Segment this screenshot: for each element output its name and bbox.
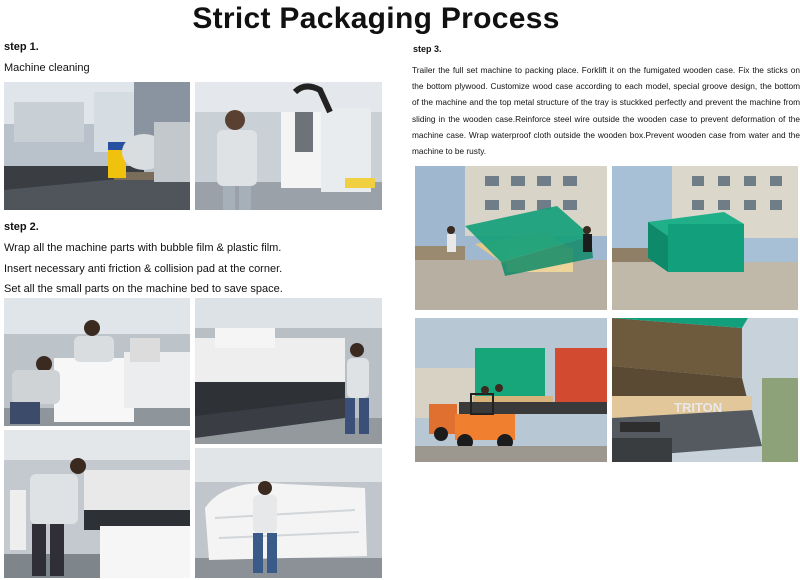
step3-label: step 3. bbox=[413, 44, 442, 54]
photo-wrapping-bubble-film bbox=[4, 298, 190, 426]
page-title: Strict Packaging Process bbox=[192, 2, 560, 35]
truck-brand-label: TRITON bbox=[674, 400, 722, 415]
photo-covered-wooden-box bbox=[612, 166, 798, 310]
photo-machine-cleaning-worker bbox=[195, 82, 382, 210]
photo-forklift-loading bbox=[415, 318, 607, 462]
photo-wooden-case-cloth bbox=[415, 166, 607, 310]
step1-line-1: Machine cleaning bbox=[4, 62, 90, 74]
photo-inserting-pads bbox=[4, 430, 190, 578]
step2-line-2: Insert necessary anti friction & collisi… bbox=[4, 263, 283, 275]
photo-wrapping-machine-bed bbox=[195, 298, 382, 444]
step2-label: step 2. bbox=[4, 221, 39, 233]
step3-description: Trailer the full set machine to packing … bbox=[412, 65, 800, 157]
step1-label: step 1. bbox=[4, 41, 39, 53]
photo-machine-cleaning-spray bbox=[4, 82, 190, 210]
step2-line-1: Wrap all the machine parts with bubble f… bbox=[4, 242, 282, 254]
step2-line-3: Set all the small parts on the machine b… bbox=[4, 283, 283, 295]
photo-truck-loaded-case: TRITON bbox=[612, 318, 798, 462]
photo-wrapped-machine bbox=[195, 448, 382, 578]
